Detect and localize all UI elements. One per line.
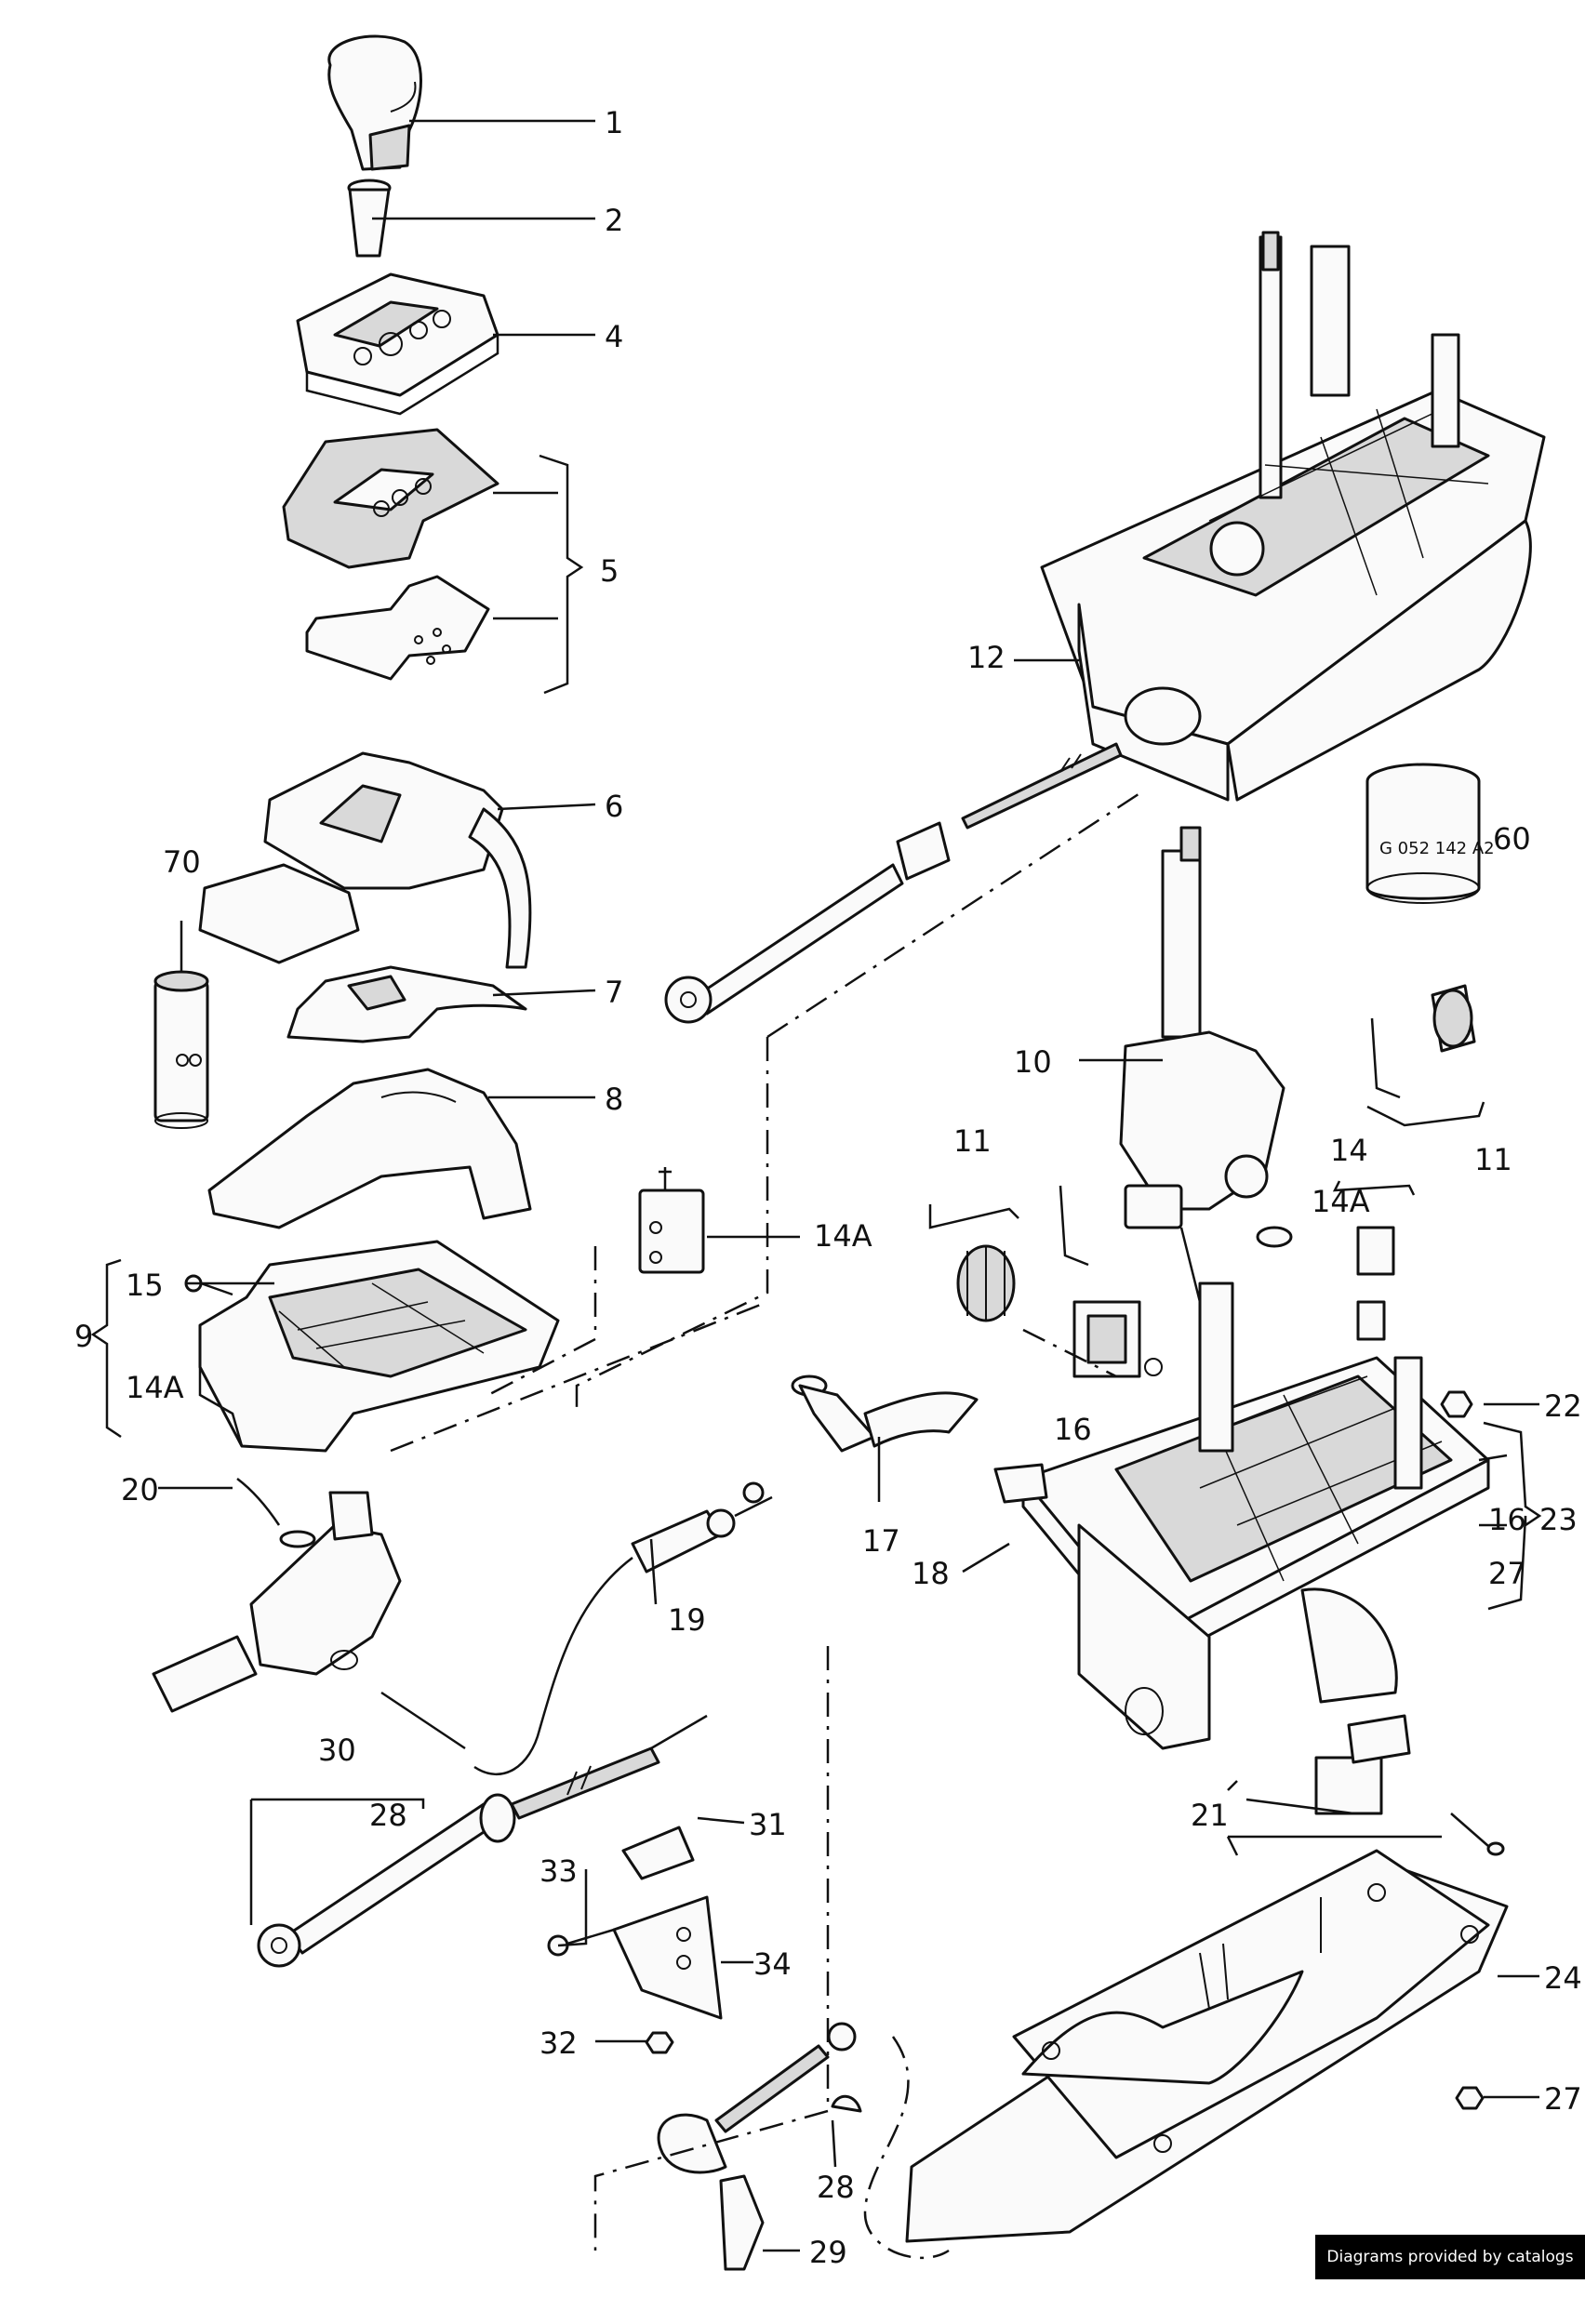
part-70-spray-can[interactable] xyxy=(153,970,209,1129)
callout-18: 18 xyxy=(912,1556,950,1591)
part-17-lever[interactable] xyxy=(791,1374,979,1453)
part-14A-sensor-block[interactable] xyxy=(638,1167,705,1274)
ignition-lock-housing[interactable] xyxy=(152,1491,466,1750)
part-12-cable[interactable] xyxy=(664,742,1123,1024)
callout-27-right: 27 xyxy=(1488,1556,1526,1591)
callout-12: 12 xyxy=(967,640,1006,675)
callout-28-left: 28 xyxy=(369,1798,407,1833)
part-18-clip[interactable] xyxy=(993,1463,1048,1504)
callout-5: 5 xyxy=(600,553,619,589)
part-27-bolt[interactable] xyxy=(1455,2086,1485,2110)
part-31-bracket[interactable] xyxy=(621,1826,695,1880)
callout-20: 20 xyxy=(121,1472,159,1507)
callout-11-top: 11 xyxy=(953,1123,992,1159)
part-5-gate-plate-set[interactable] xyxy=(282,428,499,681)
part-20-clip[interactable] xyxy=(236,1478,316,1548)
callout-70: 70 xyxy=(163,844,201,880)
part-23-housing[interactable] xyxy=(1021,1282,1490,1750)
leader-lines xyxy=(90,119,1542,2252)
part-11-roller-right[interactable] xyxy=(1370,984,1476,1099)
part-24-lower-tray[interactable] xyxy=(905,1849,1509,2243)
callout-22: 22 xyxy=(1544,1388,1582,1424)
part-10-selector-lever[interactable] xyxy=(1119,826,1285,1303)
part-12-selector-housing[interactable] xyxy=(1040,231,1546,802)
callout-60: 60 xyxy=(1493,821,1531,857)
part-21-switch-module[interactable] xyxy=(1314,1714,1505,1856)
part-7-trim-strip[interactable] xyxy=(286,965,527,1043)
part-8-boot-cover[interactable] xyxy=(207,1068,532,1229)
callout-14A-top: 14A xyxy=(1312,1184,1370,1219)
part-60-seal-ring[interactable]: G 052 142 A2 xyxy=(1365,763,1495,904)
part-14-switch[interactable] xyxy=(1256,1226,1395,1341)
part-11-roller-left[interactable] xyxy=(956,1185,1089,1322)
callout-14: 14 xyxy=(1330,1133,1368,1168)
part-16-micro-switch[interactable] xyxy=(1072,1300,1163,1378)
callout-34: 34 xyxy=(753,1946,792,1982)
callout-27-bottom: 27 xyxy=(1544,2081,1582,2117)
callout-11-right: 11 xyxy=(1474,1142,1512,1177)
part-22-nut[interactable] xyxy=(1440,1390,1473,1418)
callouts: 1 2 4 5 6 7 8 70 15 9 14A 14A 20 12 60 1… xyxy=(74,105,1582,2270)
callout-7: 7 xyxy=(605,975,623,1010)
callout-6: 6 xyxy=(605,789,623,824)
part-2-sleeve[interactable] xyxy=(347,179,392,258)
part-60-marking: G 052 142 A2 xyxy=(1379,839,1495,858)
callout-19: 19 xyxy=(668,1602,706,1638)
diagram-credit: Diagrams provided by catalogs parts xyxy=(1315,2235,1585,2311)
callout-1: 1 xyxy=(605,105,623,140)
callout-33: 33 xyxy=(539,1853,578,1889)
callout-8: 8 xyxy=(605,1082,623,1117)
part-29-clip[interactable] xyxy=(719,2174,765,2271)
part-9-housing-base[interactable] xyxy=(198,1240,560,1453)
callout-2: 2 xyxy=(605,203,623,238)
part-19-cable-adjuster[interactable] xyxy=(473,1481,773,1776)
callout-21: 21 xyxy=(1191,1798,1229,1833)
callout-9: 9 xyxy=(74,1319,93,1354)
callout-17: 17 xyxy=(862,1523,900,1559)
part-15-screw[interactable] xyxy=(184,1274,233,1296)
part-4-gate-cover[interactable] xyxy=(296,272,499,416)
callout-28-bottom: 28 xyxy=(817,2170,855,2205)
part-1-shift-knob[interactable] xyxy=(327,34,422,171)
callout-4: 4 xyxy=(605,319,623,354)
callout-29: 29 xyxy=(809,2235,847,2270)
callout-23: 23 xyxy=(1539,1502,1578,1537)
part-34-mount-bracket[interactable] xyxy=(612,1895,723,2020)
callout-14A-mid: 14A xyxy=(814,1218,872,1254)
callout-16-left: 16 xyxy=(1054,1412,1092,1447)
callout-15: 15 xyxy=(126,1268,164,1303)
assembly-lines xyxy=(390,789,1145,2260)
part-32-nut[interactable] xyxy=(645,2031,674,2054)
callout-31: 31 xyxy=(749,1807,787,1842)
part-28-cable-end[interactable] xyxy=(657,2022,862,2174)
callout-10: 10 xyxy=(1014,1044,1052,1080)
callout-14A-left: 14A xyxy=(126,1370,184,1405)
part-33-bolt[interactable] xyxy=(547,1928,615,1957)
part-6-bezel-frame[interactable] xyxy=(198,751,532,969)
callout-24: 24 xyxy=(1544,1960,1582,1996)
part-30-cable[interactable] xyxy=(257,1714,708,1968)
callout-30: 30 xyxy=(318,1733,356,1768)
callout-16-right: 16 xyxy=(1488,1502,1526,1537)
callout-32: 32 xyxy=(539,2025,578,2061)
